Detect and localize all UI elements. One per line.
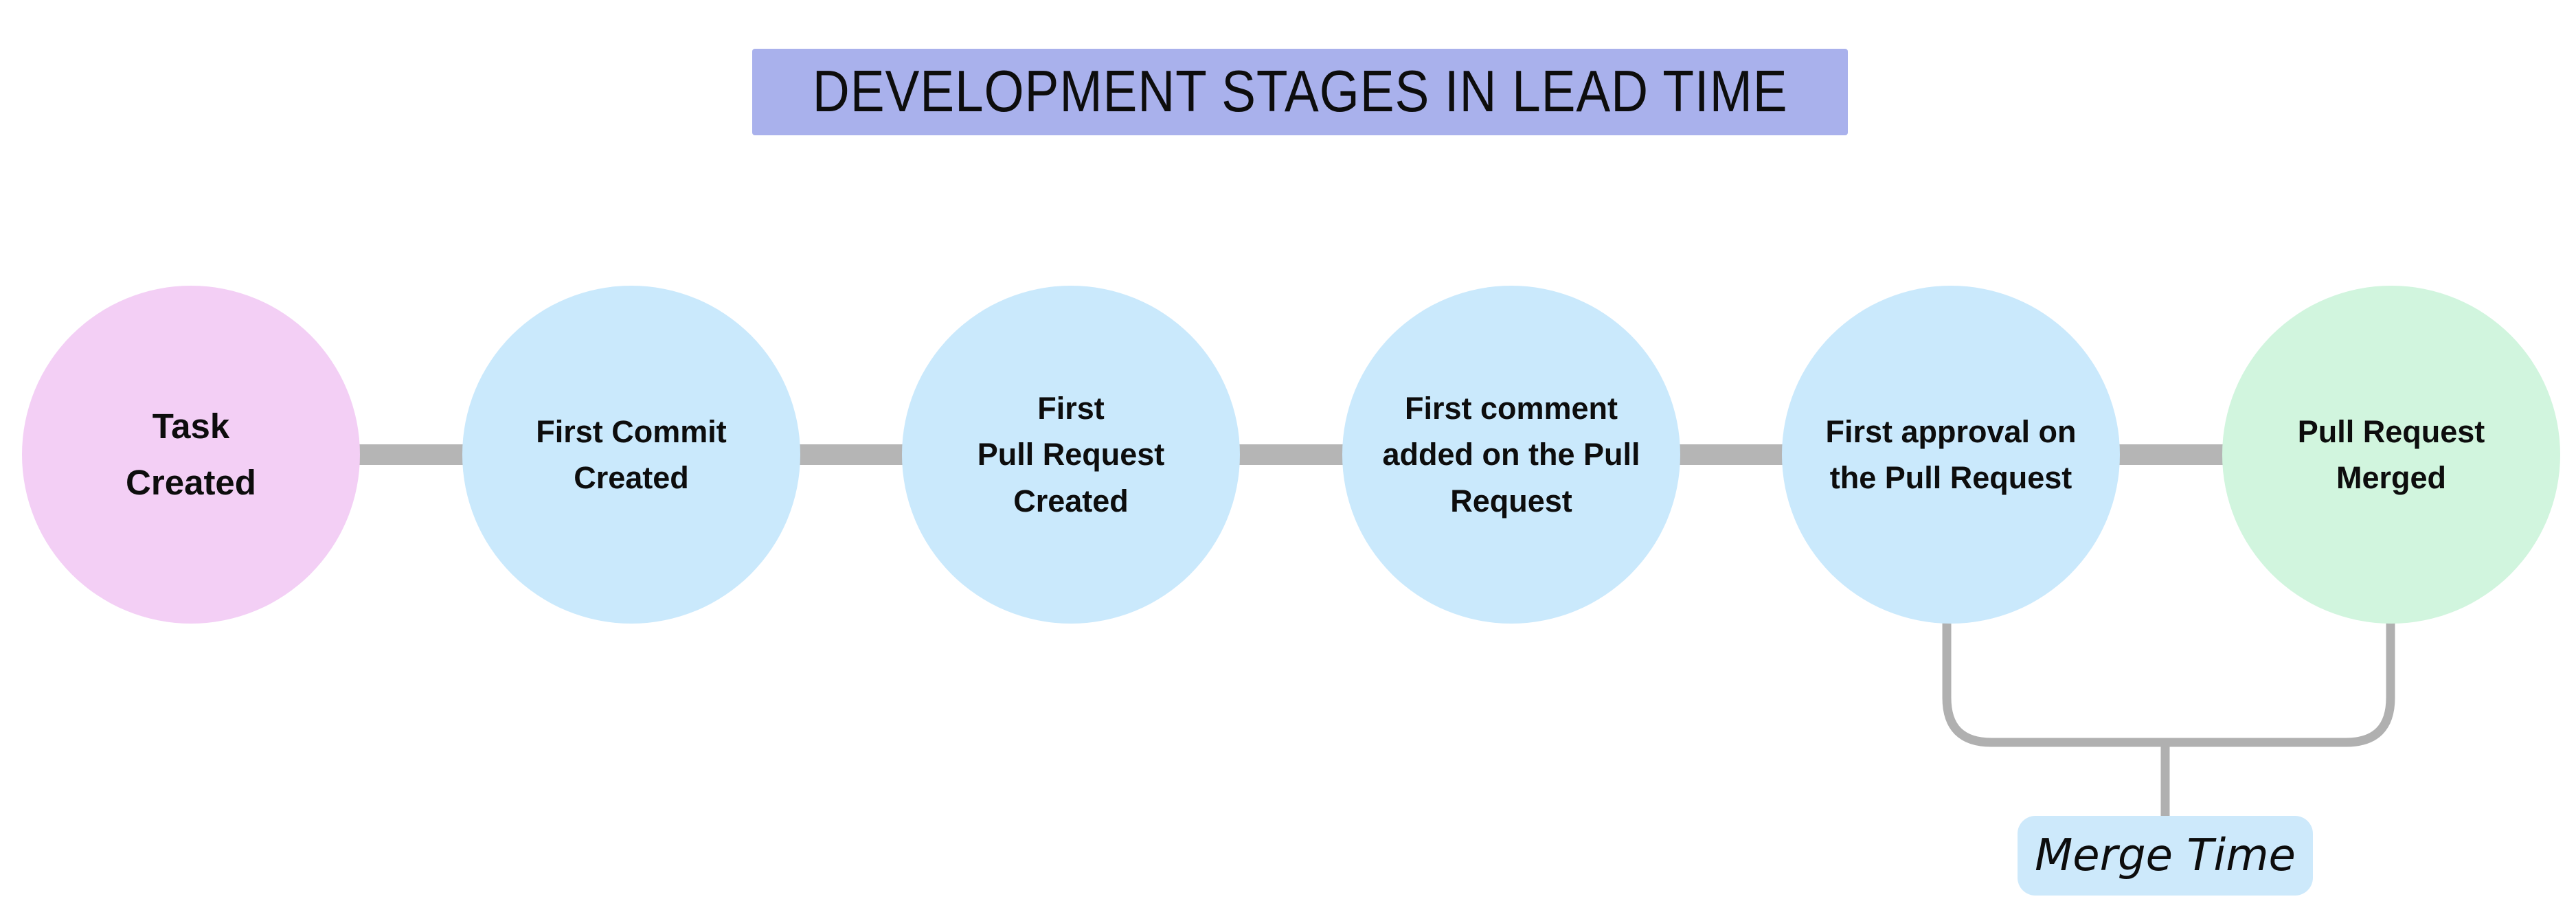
bracket-path [1942,620,2395,821]
stage-label: First Commit Created [536,413,727,496]
connector-line [1232,444,1349,465]
stage-label: First comment added on the Pull Request [1382,390,1640,519]
diagram-title: DEVELOPMENT STAGES IN LEAD TIME [812,59,1788,124]
stage-circle-first-commit-created: First Commit Created [462,286,800,624]
stage-circle-first-approval: First approval on the Pull Request [1782,286,2120,624]
stage-label: First Pull Request Created [977,390,1165,519]
stage-label: Pull Request Merged [2297,413,2485,496]
stage-circle-first-comment-added: First comment added on the Pull Request [1342,286,1680,624]
stage-circle-first-pull-request-created: First Pull Request Created [902,286,1240,624]
stage-label: Task Created [126,407,256,502]
stage-label: First approval on the Pull Request [1825,413,2077,496]
stage-circle-pull-request-merged: Pull Request Merged [2222,286,2560,624]
merge-time-label: Merge Time [2018,816,2313,896]
diagram-title-banner: DEVELOPMENT STAGES IN LEAD TIME [752,49,1848,135]
stage-circle-task-created: Task Created [22,286,360,624]
merge-time-text: Merge Time [2035,830,2296,881]
connector-line [1672,444,1789,465]
connector-line [792,444,909,465]
connector-line [2112,444,2229,465]
connector-line [352,444,469,465]
